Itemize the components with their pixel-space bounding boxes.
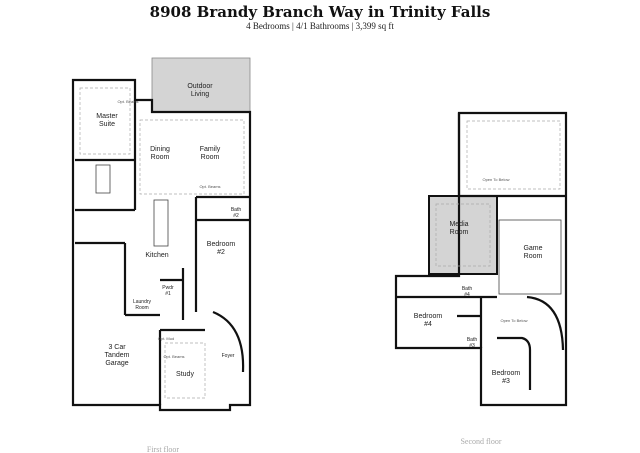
beam-grid (164, 342, 206, 399)
note-opt-beams: Opt. Beams (163, 354, 184, 359)
room-label-powder-1: Pwdr#1 (162, 285, 174, 297)
open-to-below-area (466, 120, 561, 190)
note-opt-beams: Opt. Beams (117, 99, 138, 104)
bathtub (95, 164, 111, 194)
room-label-bedroom-2: Bedroom#2 (207, 241, 236, 256)
kitchen-island (153, 199, 169, 247)
beam-grid (79, 87, 131, 155)
room-label-bedroom-4: Bedroom#4 (414, 313, 443, 328)
room-label-foyer: Foyer (222, 353, 235, 359)
note-opt-mud: Opt. Mud (158, 336, 174, 341)
outdoor-living-area (151, 57, 251, 113)
note-open-to-below: Open To Below (482, 177, 509, 182)
staircase-wall (212, 310, 245, 373)
plan-title: 8908 Brandy Branch Way in Trinity Falls (149, 3, 491, 21)
note-open-to-below: Open To Below (500, 318, 527, 323)
ceiling-detail (435, 203, 491, 267)
plan-subtitle: 4 Bedrooms | 4/1 Bathrooms | 3,399 sq ft (246, 21, 394, 31)
room-label-bath-4: Bath#4 (462, 286, 473, 298)
media-room-area (428, 195, 498, 275)
room-label-study: Study (176, 371, 194, 378)
first-floor-caption: First floor (147, 445, 180, 453)
room-label-bath-3: Bath#3 (467, 337, 478, 349)
note-opt-beams: Opt. Beams (199, 184, 220, 189)
game-room-ceiling (498, 219, 562, 295)
second-floor-caption: Second floor (460, 437, 501, 446)
beam-grid (139, 119, 245, 195)
staircase-wall (526, 295, 565, 351)
wall (497, 336, 532, 390)
room-label-bath-2: Bath#2 (231, 207, 242, 219)
room-label-bedroom-3: Bedroom#3 (492, 370, 521, 385)
room-label-kitchen: Kitchen (145, 252, 168, 259)
